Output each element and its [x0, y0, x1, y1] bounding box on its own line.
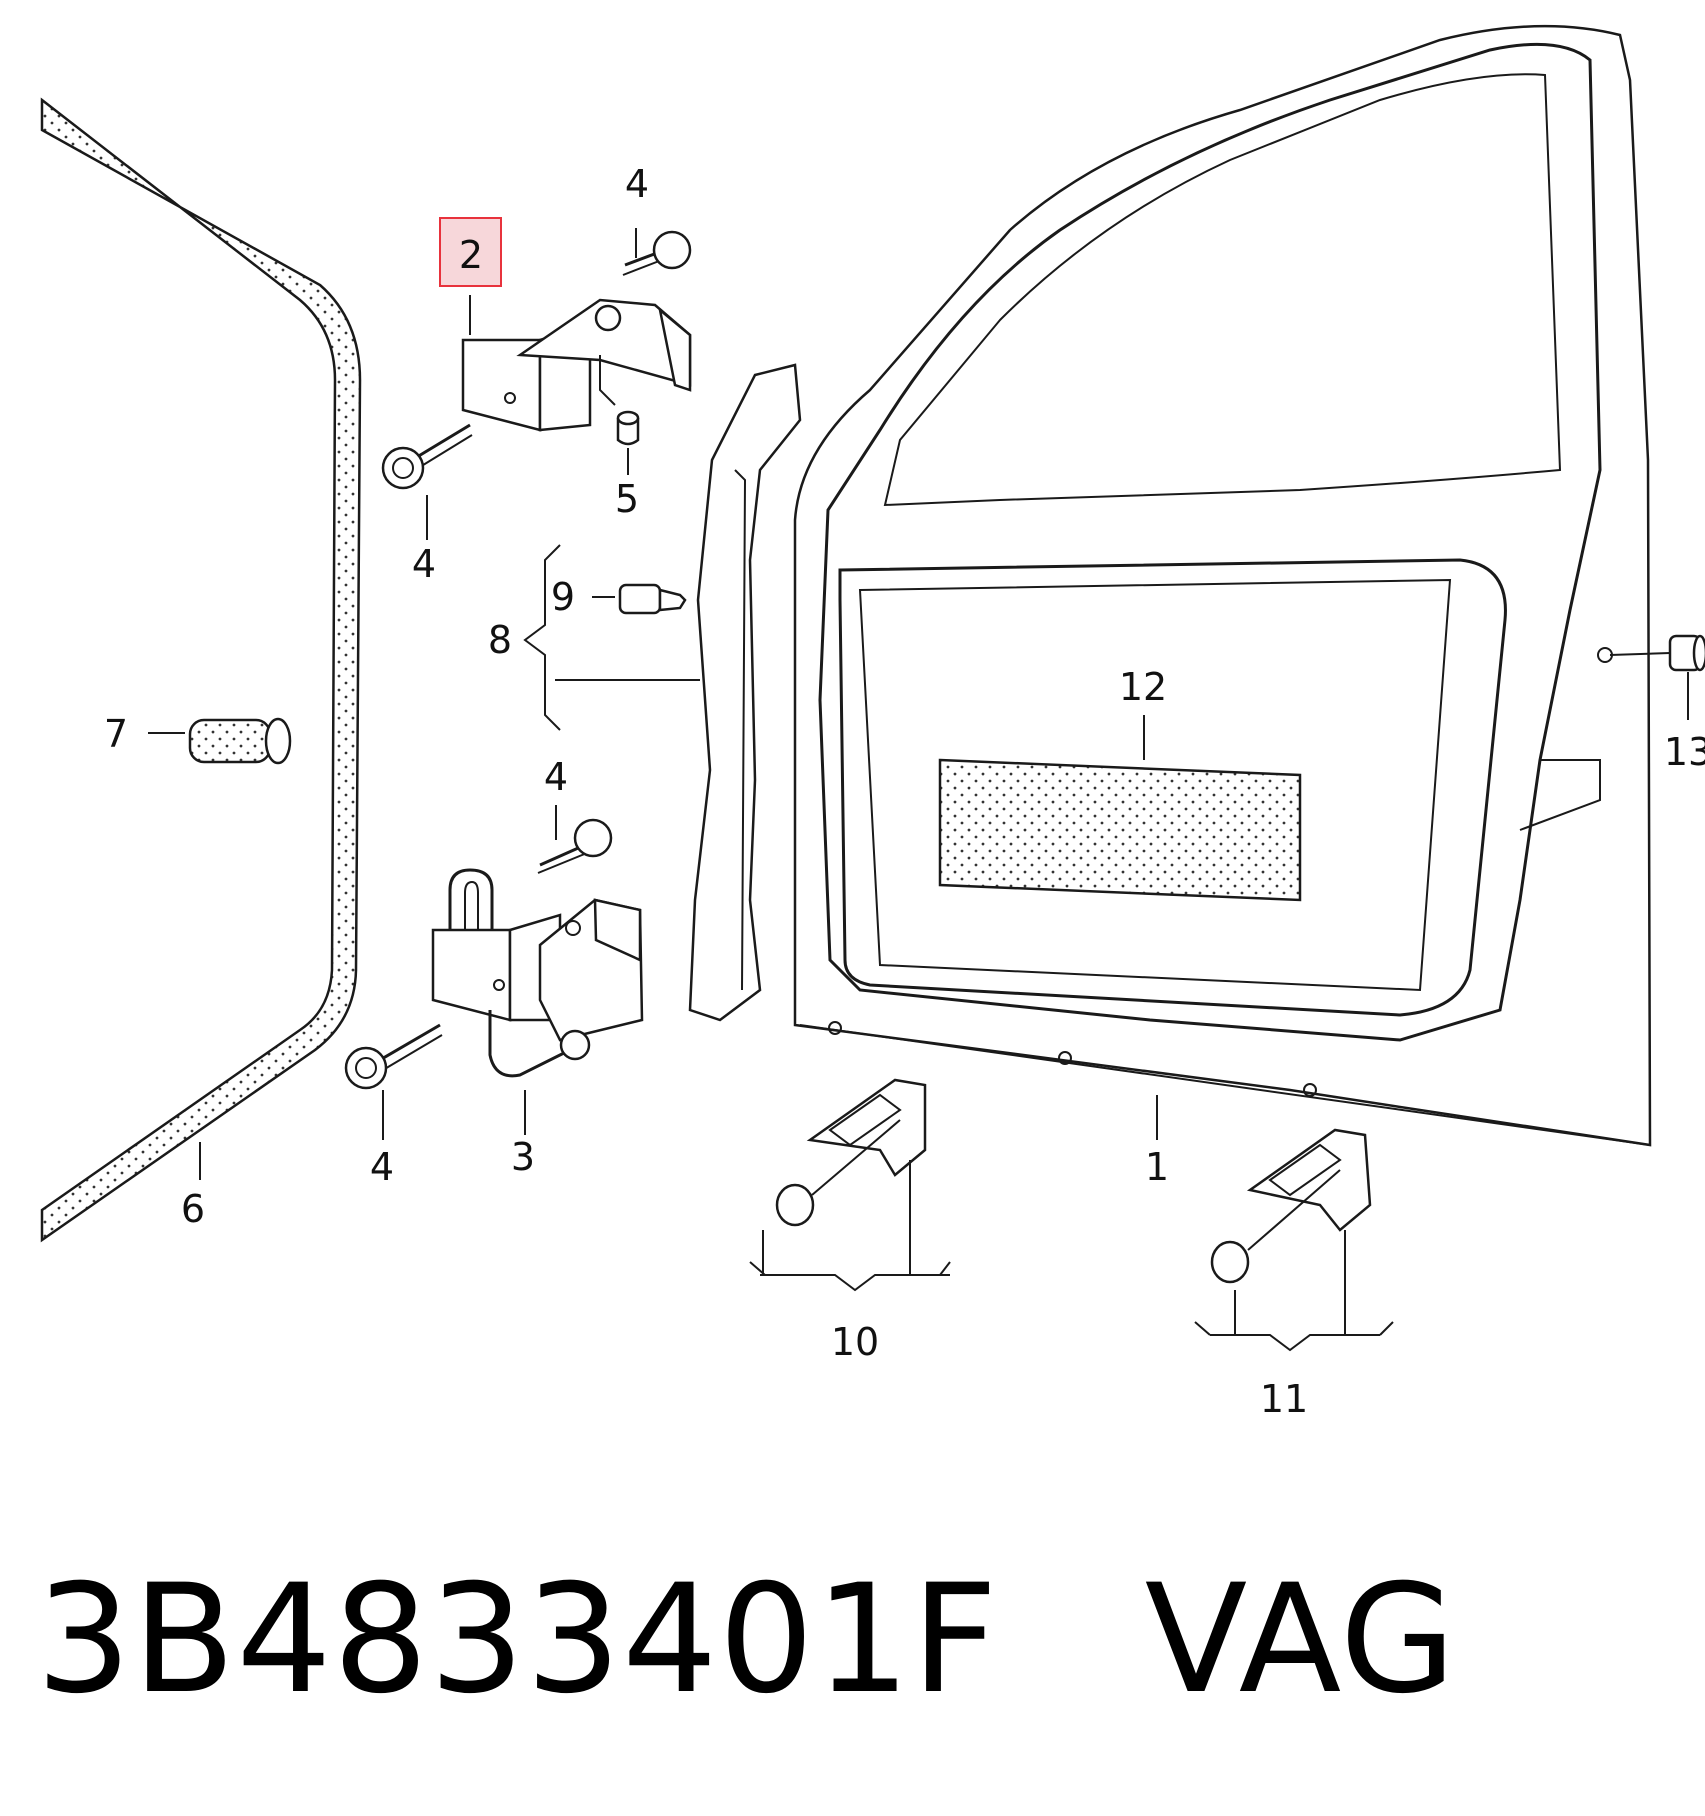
part-number: 3B4833401F: [36, 1553, 999, 1727]
callout-3: 3: [511, 1135, 535, 1179]
callout-8: 8: [488, 618, 512, 662]
callout-11: 11: [1260, 1377, 1308, 1421]
callout-4c: 4: [544, 755, 568, 799]
callout-13: 13: [1664, 730, 1705, 774]
callout-4a: 4: [625, 162, 649, 206]
upper-hinge-part-2: [461, 298, 692, 432]
cap-part-5: [616, 410, 640, 446]
callout-12: 12: [1119, 665, 1167, 709]
callout-labels: 2 4 4 5 9 8 7 4 12 13 3 4 6 1 10 11: [104, 162, 1705, 1421]
pad-part-12: [938, 758, 1302, 902]
retainer-part-11: [1210, 1128, 1372, 1284]
callout-9: 9: [551, 575, 575, 619]
frame-strip: [688, 363, 802, 1022]
callout-7: 7: [104, 712, 128, 756]
part-number-caption: 3B4833401F VAG: [36, 1565, 1457, 1715]
grommet-part-7: [188, 717, 292, 765]
leader-lines: [148, 228, 1689, 1352]
callout-2: 2: [459, 233, 483, 277]
door-panel-part-1: [793, 24, 1652, 1147]
brand-name: VAG: [1144, 1553, 1457, 1727]
highlight-box: [439, 217, 502, 287]
lower-hinge-part-3: [431, 868, 644, 1078]
callout-4b: 4: [412, 542, 436, 586]
screw-part-4-upper-right: [622, 230, 692, 276]
callout-4d: 4: [370, 1145, 394, 1189]
callout-10: 10: [831, 1320, 879, 1364]
bumper-part-13: [1668, 634, 1705, 672]
callout-1: 1: [1145, 1145, 1169, 1189]
screw-part-4-lower-right: [537, 818, 613, 874]
callout-5: 5: [615, 477, 639, 521]
screw-part-4-lower-left: [344, 1023, 443, 1090]
clip-part-9: [618, 583, 687, 615]
retainer-part-10: [775, 1078, 927, 1227]
screw-part-4-upper-left: [381, 423, 473, 490]
callout-6: 6: [181, 1187, 205, 1231]
door-seal-part-6: [40, 97, 362, 1243]
